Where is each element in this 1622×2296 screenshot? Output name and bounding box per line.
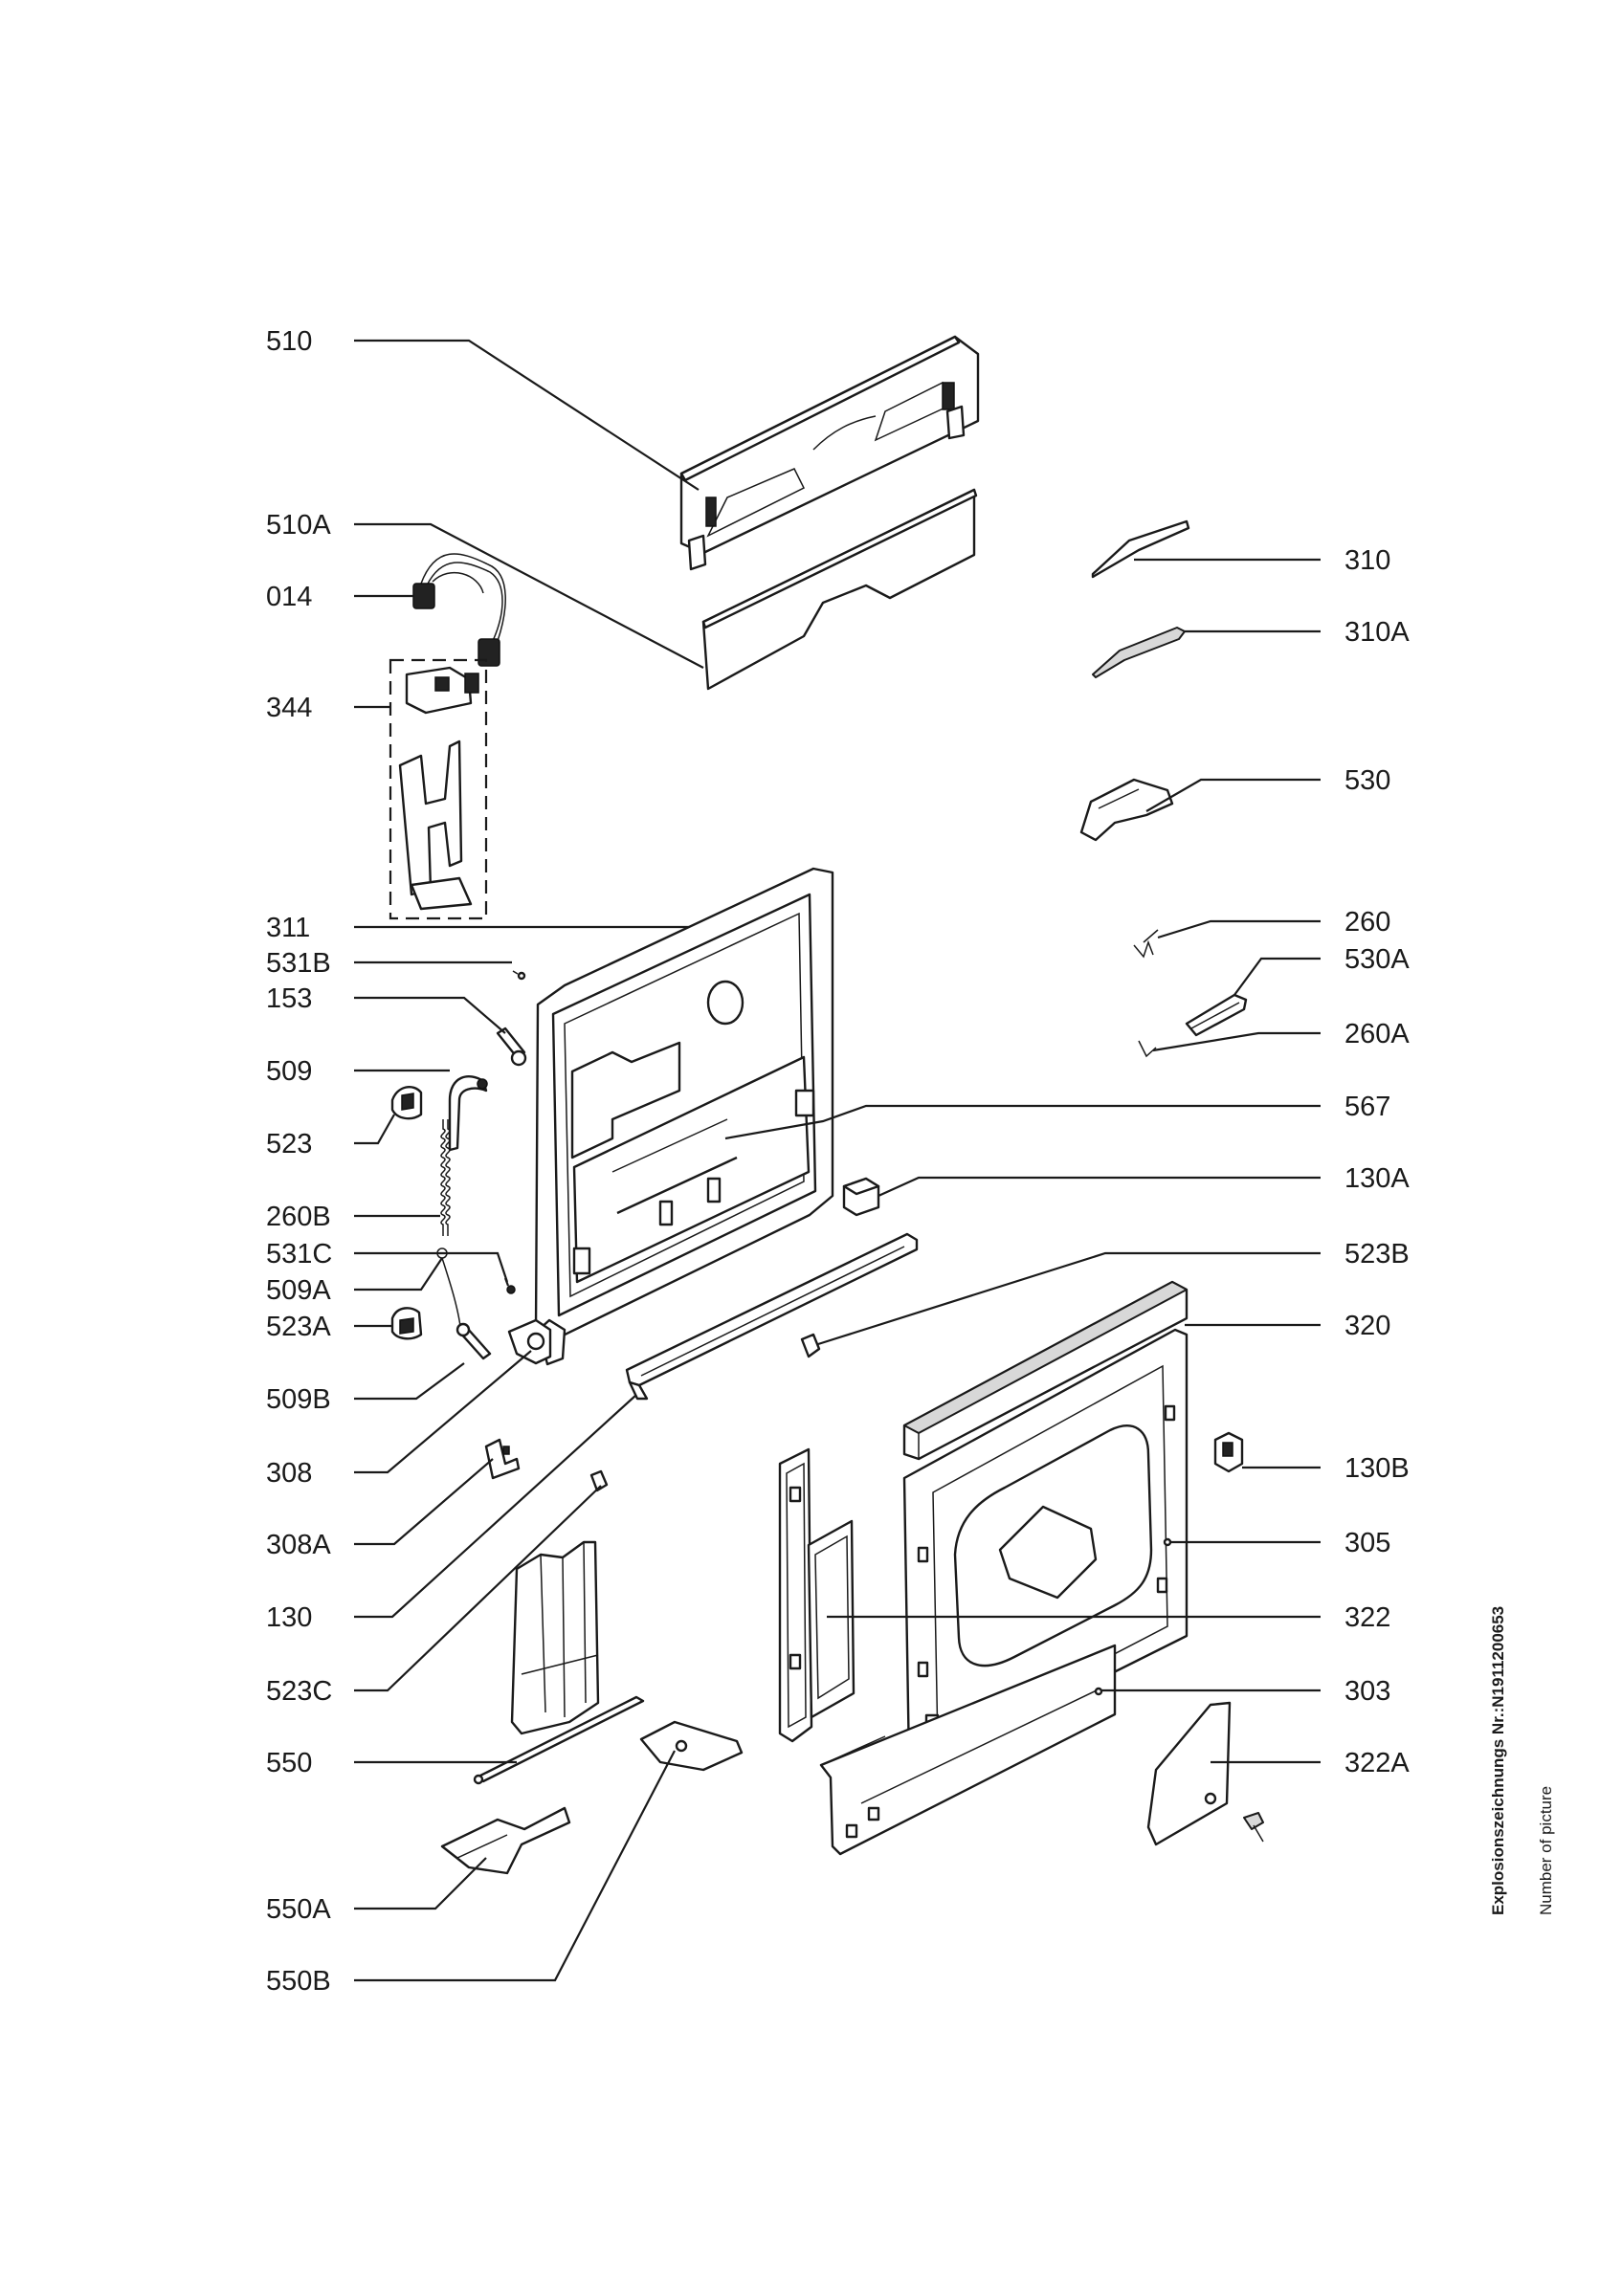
label-014: 014	[266, 582, 312, 612]
picture-caption: Number of picture	[1537, 1786, 1555, 1915]
label-550B: 550B	[266, 1966, 331, 1997]
label-320: 320	[1344, 1311, 1390, 1341]
label-310: 310	[1344, 545, 1390, 576]
label-130: 130	[266, 1602, 312, 1633]
part-303-bottom-panel	[819, 1644, 1117, 1856]
label-523C: 523C	[266, 1676, 332, 1707]
part-523A-hinge-wheel	[390, 1307, 423, 1340]
part-531B-screw	[512, 970, 526, 981]
label-510: 510	[266, 326, 312, 357]
label-509A: 509A	[266, 1275, 331, 1306]
label-260B: 260B	[266, 1202, 331, 1232]
part-310-trim	[1091, 519, 1190, 579]
label-531C: 531C	[266, 1239, 332, 1269]
label-130B: 130B	[1344, 1453, 1410, 1484]
right-labels: 310 310A 530 260 530A 260A 567 130A 523B…	[1344, 545, 1410, 1778]
label-322A: 322A	[1344, 1748, 1410, 1778]
part-530A-bracket	[1185, 993, 1248, 1037]
label-523: 523	[266, 1129, 312, 1159]
label-530: 530	[1344, 765, 1390, 796]
part-510A-front-strip	[701, 488, 978, 691]
part-523-hinge-wheel	[390, 1085, 423, 1120]
label-260A: 260A	[1344, 1019, 1410, 1049]
label-550A: 550A	[266, 1894, 331, 1925]
label-322: 322	[1344, 1602, 1390, 1633]
label-303: 303	[1344, 1676, 1390, 1707]
label-130A: 130A	[1344, 1163, 1410, 1194]
label-530A: 530A	[1344, 944, 1410, 975]
part-530-bracket	[1079, 778, 1174, 842]
part-260-clip	[1133, 929, 1159, 959]
label-567: 567	[1344, 1092, 1390, 1122]
part-550A-bracket	[440, 1806, 571, 1875]
part-014-wiring-harness	[412, 553, 506, 667]
part-305-outer-door-panel	[902, 1328, 1189, 1772]
part-510-control-panel	[679, 335, 980, 571]
label-308: 308	[266, 1458, 312, 1489]
part-550-base-support	[473, 1540, 645, 1785]
label-509B: 509B	[266, 1384, 331, 1415]
label-509: 509	[266, 1056, 312, 1087]
label-310A: 310A	[1344, 617, 1410, 648]
part-523B-clip	[800, 1333, 821, 1358]
part-308A-bracket	[484, 1438, 521, 1480]
part-344-door-lock	[389, 658, 488, 920]
part-130-clip	[589, 1469, 609, 1492]
label-531B: 531B	[266, 948, 331, 979]
label-311: 311	[266, 913, 310, 943]
label-510A: 510A	[266, 510, 331, 541]
label-153: 153	[266, 983, 312, 1014]
part-260A-clip	[1138, 1040, 1157, 1058]
leader-lines	[354, 339, 1321, 1982]
part-153-hinge-pin	[496, 1027, 527, 1067]
drawing-number: Explosionszeichnungs Nr.:N1911200653	[1489, 1606, 1507, 1915]
part-523C-rail	[625, 1232, 919, 1401]
part-509B-hinge-rod	[455, 1322, 492, 1360]
label-305: 305	[1344, 1528, 1390, 1558]
part-550B-bracket	[639, 1720, 744, 1772]
part-130B-block	[1213, 1431, 1244, 1473]
left-labels: 510 510A 014 344 311 531B 153 509 523 26…	[266, 326, 332, 1997]
label-344: 344	[266, 693, 312, 723]
label-260: 260	[1344, 907, 1390, 938]
part-130A-block	[842, 1177, 880, 1217]
part-322A-insulation-panel	[1146, 1701, 1264, 1846]
part-320-top-strip	[902, 1280, 1189, 1461]
part-260B-spring	[440, 1119, 451, 1236]
part-311-inner-door	[534, 867, 834, 1366]
part-509-hinge-lever	[448, 1075, 488, 1152]
part-310A-trim	[1092, 627, 1186, 678]
part-322-insulation	[778, 1447, 855, 1743]
part-308-hinge	[507, 1318, 552, 1365]
label-308A: 308A	[266, 1530, 331, 1560]
label-523A: 523A	[266, 1312, 331, 1342]
label-550: 550	[266, 1748, 312, 1778]
label-523B: 523B	[1344, 1239, 1410, 1269]
